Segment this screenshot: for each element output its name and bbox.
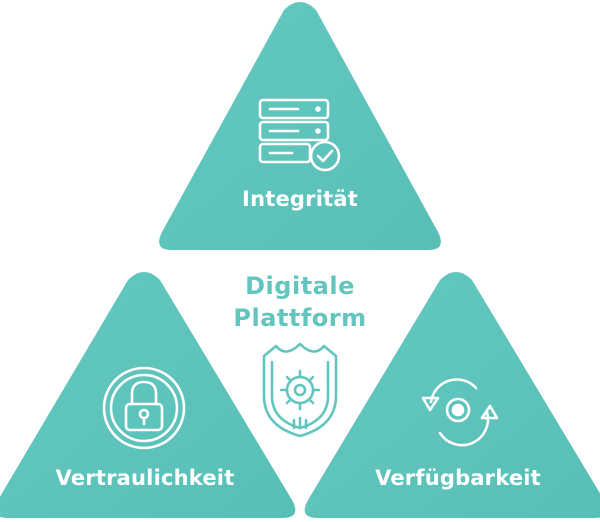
server-check-icon — [258, 98, 341, 172]
center-title-line2: Plattform — [233, 304, 367, 332]
triangle-vertraulichkeit — [0, 272, 296, 518]
refresh-cycle-icon — [421, 378, 499, 447]
label-vertraulichkeit: Vertraulichkeit — [55, 466, 235, 490]
shield-gear-icon — [262, 342, 338, 438]
center-title: Digitale Plattform — [233, 270, 366, 334]
label-verfuegbarkeit: Verfügbarkeit — [375, 466, 541, 490]
center-title-line1: Digitale — [245, 272, 355, 300]
label-integritaet: Integrität — [242, 187, 358, 211]
triangle-integritaet — [159, 2, 441, 250]
triangle-verfuegbarkeit — [304, 272, 600, 518]
padlock-icon — [102, 366, 186, 450]
